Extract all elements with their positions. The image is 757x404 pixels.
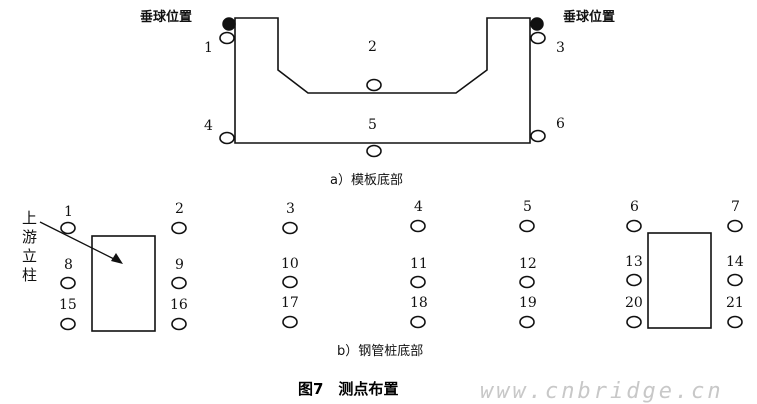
point-label-b13: 13 (625, 254, 643, 270)
caption-a: a）模板底部 (330, 172, 403, 188)
measure-point-b9 (171, 276, 187, 290)
caption-b: b）钢管桩底部 (337, 343, 423, 359)
measure-point-b17 (282, 315, 298, 329)
point-label-b8: 8 (64, 257, 73, 273)
point-label-b17: 17 (281, 295, 299, 311)
pile-bottom-panel: 上 游 立 柱 1 2 3 4 5 6 7 (22, 199, 744, 359)
point-label-b4: 4 (414, 199, 423, 215)
watermark-text: www.cnbridge.cn (480, 379, 724, 404)
measure-point-b11 (410, 275, 426, 289)
measure-point-b3 (282, 221, 298, 235)
measure-point-a6 (530, 129, 546, 143)
point-label-a5: 5 (368, 117, 377, 133)
measure-point-b21 (727, 315, 743, 329)
side-label-char-2: 游 (22, 228, 37, 246)
point-label-b20: 20 (625, 295, 643, 311)
measure-point-a5 (366, 144, 382, 158)
side-label-char-4: 柱 (22, 266, 37, 284)
point-label-a6: 6 (556, 116, 565, 132)
formwork-bottom-panel: 垂球位置 垂球位置 1 2 3 4 5 6 a）模板底部 (140, 9, 615, 188)
measure-point-a1 (219, 31, 235, 45)
arrow-head-icon (111, 253, 123, 264)
measure-point-b7 (727, 219, 743, 233)
point-label-a1: 1 (204, 40, 213, 56)
measure-point-b13 (626, 273, 642, 287)
point-label-b21: 21 (726, 295, 744, 311)
measure-point-b14 (727, 273, 743, 287)
point-label-b7: 7 (731, 199, 740, 215)
measure-point-b15 (60, 317, 76, 331)
upstream-column-right (647, 232, 712, 329)
plumb-label-right: 垂球位置 (563, 9, 615, 25)
measure-point-b2 (171, 221, 187, 235)
plumb-bob-right-icon (530, 17, 544, 31)
measure-point-b5 (519, 219, 535, 233)
point-label-a2: 2 (368, 39, 377, 55)
point-label-b11: 11 (410, 256, 428, 272)
point-label-b2: 2 (175, 201, 184, 217)
point-label-b18: 18 (410, 295, 428, 311)
point-label-b9: 9 (175, 257, 184, 273)
measure-point-b19 (519, 315, 535, 329)
measure-point-b1 (60, 221, 76, 235)
side-label-char-3: 立 (22, 247, 37, 265)
measure-point-a3 (530, 31, 546, 45)
figure-title: 图7 测点布置 (298, 380, 398, 398)
measure-point-b8 (60, 276, 76, 290)
point-label-b15: 15 (59, 297, 77, 313)
measure-point-b12 (519, 275, 535, 289)
measure-point-a2 (366, 78, 382, 92)
point-label-b10: 10 (281, 256, 299, 272)
point-label-b16: 16 (170, 297, 188, 313)
side-label-char-1: 上 (22, 209, 37, 227)
plumb-bob-left-icon (222, 17, 236, 31)
point-label-b19: 19 (519, 295, 537, 311)
measure-point-b4 (410, 219, 426, 233)
measure-point-b10 (282, 275, 298, 289)
point-label-b12: 12 (519, 256, 537, 272)
measure-point-b18 (410, 315, 426, 329)
point-label-b5: 5 (523, 199, 532, 215)
point-label-b6: 6 (630, 199, 639, 215)
point-label-b3: 3 (286, 201, 295, 217)
point-label-a3: 3 (556, 40, 565, 56)
plumb-label-left: 垂球位置 (140, 9, 192, 25)
side-label-arrow-line (39, 221, 121, 263)
upstream-column-left (91, 235, 156, 332)
formwork-outline (234, 17, 531, 144)
measure-point-a4 (219, 131, 235, 145)
point-label-b1: 1 (64, 204, 73, 220)
point-label-b14: 14 (726, 254, 744, 270)
point-label-a4: 4 (204, 118, 213, 134)
measure-point-b6 (626, 219, 642, 233)
measure-point-b20 (626, 315, 642, 329)
measure-point-b16 (171, 317, 187, 331)
